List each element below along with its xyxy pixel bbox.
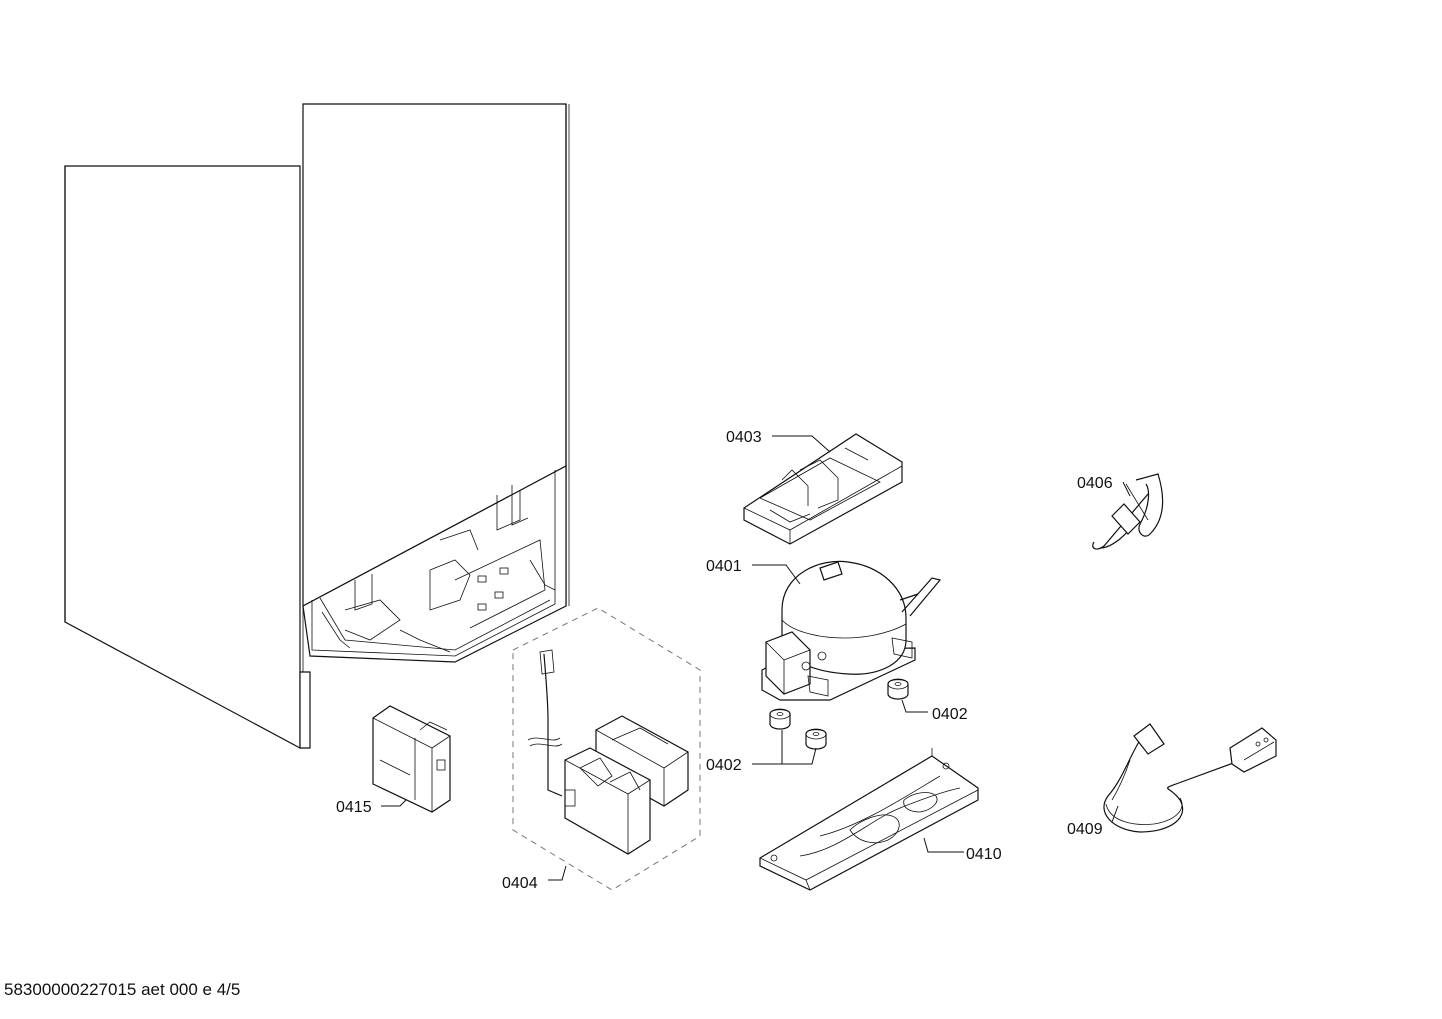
part-0404-group-outline — [512, 607, 701, 891]
part-0409-mains-cable — [1103, 723, 1277, 833]
label-0401: 0401 — [706, 558, 742, 575]
leader-lines — [381, 435, 1131, 881]
part-0401-compressor — [761, 560, 942, 701]
part-0404-relay-unit — [527, 649, 689, 855]
label-0415: 0415 — [336, 799, 372, 816]
label-0410: 0410 — [966, 846, 1002, 863]
part-0410-base-plate — [759, 748, 979, 891]
label-0404: 0404 — [502, 875, 538, 892]
label-0403: 0403 — [726, 429, 762, 446]
label-0409: 0409 — [1067, 821, 1103, 838]
label-0402-left: 0402 — [706, 757, 742, 774]
part-0402-grommet-1 — [887, 678, 909, 700]
appliance-cabinet — [64, 103, 570, 750]
part-0415-electronic-module — [372, 705, 451, 813]
label-0406: 0406 — [1077, 475, 1113, 492]
part-0402-grommet-2 — [769, 708, 791, 730]
label-0402-right: 0402 — [932, 706, 968, 723]
part-0402-grommet-3 — [805, 728, 827, 750]
part-0406-sensor — [1092, 473, 1164, 550]
part-0403-bracket — [743, 433, 903, 545]
document-id-footer: 58300000227015 aet 000 e 4/5 — [4, 980, 241, 999]
